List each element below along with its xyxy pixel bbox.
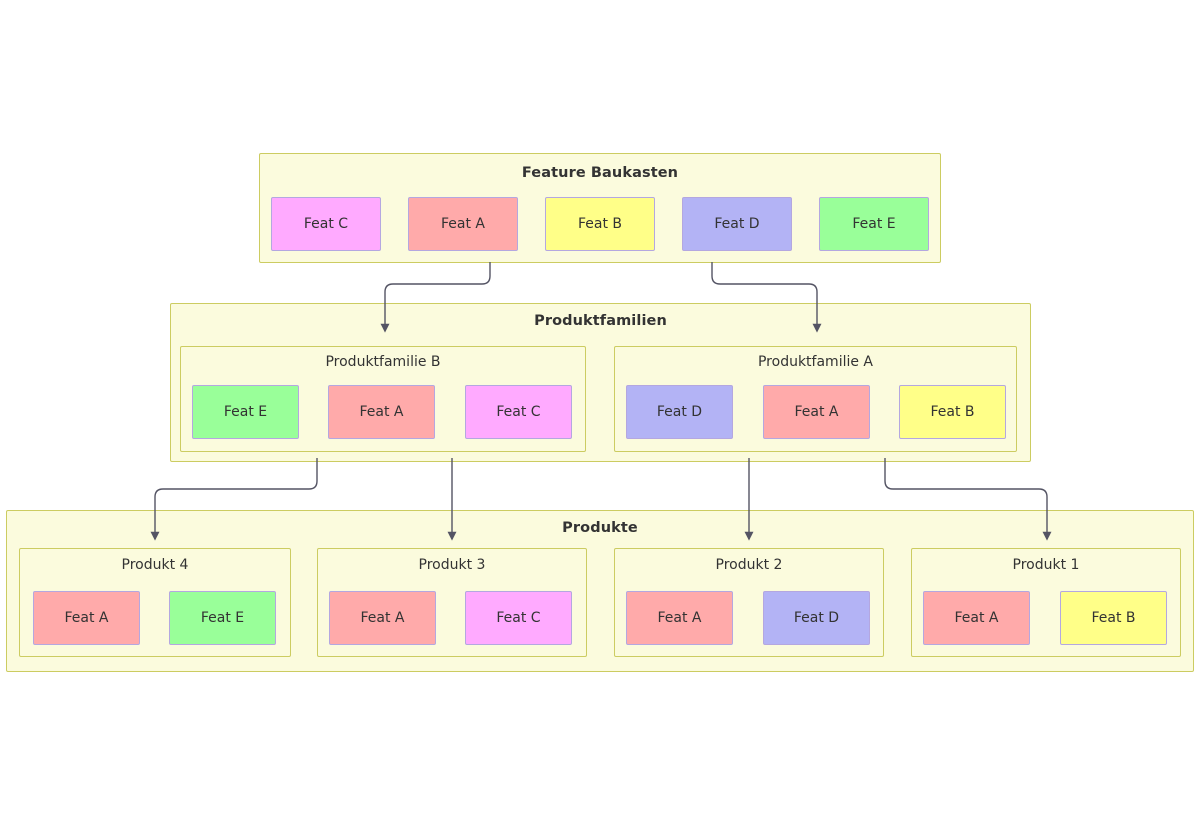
feature-chip-label: Feat A (657, 610, 702, 626)
feature-chip-feat-a[interactable]: Feat A (328, 385, 435, 439)
feature-chip-label: Feat C (303, 216, 349, 232)
feature-chip-label: Feat A (441, 216, 485, 232)
feature-chip-label: Feat D (714, 216, 760, 232)
subgroup-title-produktfamilie-b: Produktfamilie B (325, 354, 441, 370)
feature-chip-feat-a[interactable]: Feat A (408, 197, 518, 251)
feature-chip-label: Feat E (200, 610, 245, 626)
feature-chip-label: Feat B (577, 216, 623, 232)
feature-chip-feat-a[interactable]: Feat A (923, 591, 1030, 645)
subgroup-title-produkt-3: Produkt 3 (418, 557, 486, 573)
feature-chip-feat-e[interactable]: Feat E (169, 591, 276, 645)
feature-chip-label: Feat A (954, 610, 999, 626)
group-title-feature-baukasten: Feature Baukasten (521, 165, 679, 181)
subgroup-title-produkt-2: Produkt 2 (715, 557, 783, 573)
feature-chip-label: Feat B (930, 404, 975, 420)
feature-chip-label: Feat E (223, 404, 268, 420)
feature-chip-feat-a[interactable]: Feat A (763, 385, 870, 439)
feature-chip-label: Feat C (496, 404, 541, 420)
subgroup-title-produktfamilie-a: Produktfamilie A (757, 354, 874, 370)
group-title-produkte: Produkte (562, 520, 638, 536)
feature-chip-feat-b[interactable]: Feat B (1060, 591, 1167, 645)
feature-chip-feat-a[interactable]: Feat A (626, 591, 733, 645)
feature-chip-label: Feat A (64, 610, 109, 626)
feature-chip-label: Feat A (360, 610, 405, 626)
subgroup-title-produkt-4: Produkt 4 (121, 557, 189, 573)
feature-chip-label: Feat B (1091, 610, 1136, 626)
subgroup-title-produkt-1: Produkt 1 (1012, 557, 1080, 573)
feature-chip-label: Feat E (852, 216, 896, 232)
feature-chip-label: Feat D (656, 404, 703, 420)
feature-chip-feat-e[interactable]: Feat E (819, 197, 929, 251)
feature-chip-label: Feat D (793, 610, 840, 626)
feature-chip-feat-a[interactable]: Feat A (33, 591, 140, 645)
group-title-produktfamilien: Produktfamilien (534, 313, 667, 329)
feature-chip-feat-a[interactable]: Feat A (329, 591, 436, 645)
feature-chip-feat-d[interactable]: Feat D (626, 385, 733, 439)
feature-chip-label: Feat A (794, 404, 839, 420)
feature-chip-feat-d[interactable]: Feat D (763, 591, 870, 645)
feature-chip-feat-b[interactable]: Feat B (545, 197, 655, 251)
feature-chip-feat-d[interactable]: Feat D (682, 197, 792, 251)
feature-chip-feat-c[interactable]: Feat C (465, 385, 572, 439)
feature-chip-feat-c[interactable]: Feat C (271, 197, 381, 251)
feature-chip-feat-c[interactable]: Feat C (465, 591, 572, 645)
feature-chip-feat-b[interactable]: Feat B (899, 385, 1006, 439)
feature-chip-label: Feat C (496, 610, 541, 626)
feature-chip-label: Feat A (359, 404, 404, 420)
feature-chip-feat-e[interactable]: Feat E (192, 385, 299, 439)
